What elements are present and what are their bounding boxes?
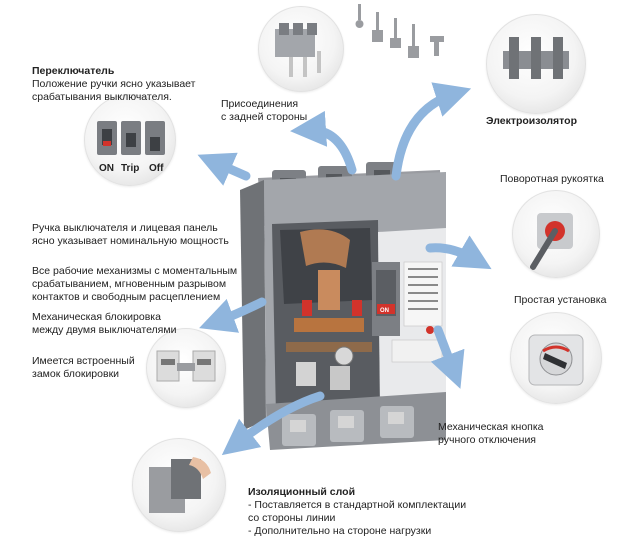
simple-install-image	[510, 312, 602, 404]
mechanical-interlock-image	[146, 328, 226, 408]
switch-label-trip: Trip	[121, 163, 140, 174]
mech-block-line-2: между двумя выключателями	[32, 324, 177, 336]
insulation-title: Изоляционный слой	[248, 486, 356, 498]
insulator-image	[486, 14, 586, 114]
handle-panel-line-1: Ручка выключателя и лицевая панель	[32, 222, 218, 234]
handle-panel-line-2: ясно указывает номинальную мощность	[32, 235, 229, 247]
mechanisms-line-3: контактов и свободным расцеплением	[32, 291, 221, 303]
insulation-layer-image	[132, 438, 226, 532]
switch-title: Переключатель	[32, 65, 115, 77]
mechanisms-line-1: Все рабочие механизмы с моментальным	[32, 265, 238, 277]
mech-button-line-1: Механическая кнопка	[438, 421, 544, 433]
switch-label-off: Off	[149, 163, 164, 174]
switch-desc-line-1: Положение ручки ясно указывает	[32, 78, 196, 90]
mech-block-line-1: Механическая блокировка	[32, 311, 161, 323]
rear-conn-line-2: с задней стороны	[221, 111, 308, 123]
rotary-handle-image	[512, 190, 600, 278]
insulator-label: Электроизолятор	[486, 115, 577, 127]
insulation-line-1: - Поставляется в стандартной комплектаци…	[248, 499, 467, 511]
lock-line-2: замок блокировки	[32, 368, 120, 380]
rear-conn-line-1: Присоединения	[221, 98, 299, 110]
simple-install-label: Простая установка	[514, 294, 607, 306]
rear-connection-image	[258, 6, 344, 92]
switch-label-on: ON	[99, 163, 114, 174]
switch-position-image: ON Trip Off	[84, 94, 176, 186]
bolts-image	[355, 4, 444, 58]
switch-desc-line-2: срабатывания выключателя.	[32, 91, 172, 103]
mech-button-line-2: ручного отключения	[438, 434, 536, 446]
rotary-handle-label: Поворотная рукоятка	[500, 173, 604, 185]
mechanisms-line-2: срабатыванием, мгновенным разрывом	[32, 278, 227, 290]
device-on-label: ON	[380, 308, 389, 314]
insulation-line-3: - Дополнительно на стороне нагрузки	[248, 525, 432, 537]
lock-line-1: Имеется встроенный	[32, 355, 135, 367]
insulation-line-2: со стороны линии	[248, 512, 336, 524]
